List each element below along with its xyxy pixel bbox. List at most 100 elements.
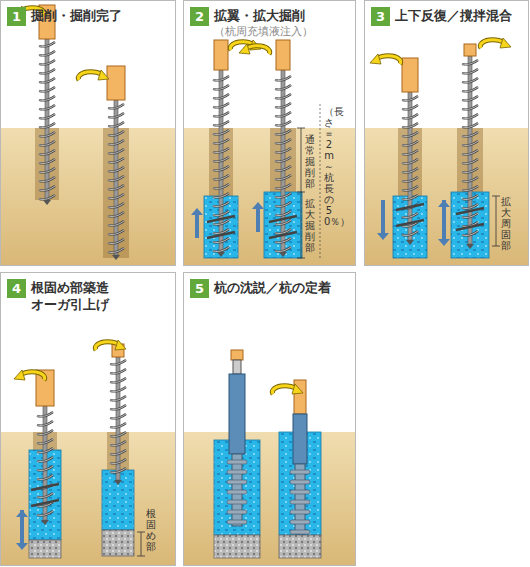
- soil-ground: [1, 128, 175, 265]
- hoist-fitting: [233, 360, 241, 374]
- panel-ground: [184, 1, 356, 266]
- panel-ground: [1, 273, 176, 566]
- pile-nodule: [227, 460, 247, 464]
- auger-head: [402, 58, 418, 92]
- auger-bit: [217, 252, 225, 257]
- pile-nodule: [227, 480, 247, 484]
- rotation-arrow: [115, 340, 126, 350]
- auger-screw: [37, 412, 53, 516]
- pile-nodule: [227, 500, 247, 504]
- movement-arrow: [16, 543, 28, 550]
- movement-arrow: [256, 208, 260, 232]
- auger-screw: [402, 96, 418, 236]
- auger-screw: [213, 76, 229, 252]
- auger-bit: [112, 255, 120, 260]
- auger-bit: [41, 520, 49, 525]
- dimension-line: [141, 532, 142, 556]
- dimension-label: （長さ＝2m～杭長の50％）: [324, 106, 334, 227]
- dimension-tick: [297, 258, 305, 259]
- soil-ground: [1, 432, 175, 565]
- auger-bit: [279, 252, 287, 257]
- leader-line: [320, 104, 321, 258]
- root-solidification: [214, 535, 260, 558]
- auger-head: [107, 66, 125, 100]
- auger-screw: [37, 412, 53, 516]
- movement-arrow: [195, 214, 199, 238]
- auger-screw: [402, 96, 418, 236]
- pile-nodule: [290, 510, 310, 514]
- movement-arrow: [191, 208, 203, 215]
- movement-arrow: [438, 239, 450, 246]
- expansion-wing: [396, 204, 424, 226]
- pile-nodule: [227, 490, 247, 494]
- rotation-arrow: [292, 384, 303, 394]
- step-panel: 杭の沈説／杭の定着 5: [183, 272, 356, 566]
- auger-rod: [114, 100, 118, 255]
- step-title: 根固め部築造 オーガ引上げ: [31, 279, 126, 313]
- dimension-tick: [492, 196, 500, 197]
- rotation-arrow: [98, 70, 109, 80]
- step-panel: 掘削・掘削完了 1: [0, 0, 176, 266]
- auger-bit: [466, 244, 474, 249]
- hoist-fitting: [231, 350, 243, 360]
- movement-arrow: [381, 200, 385, 234]
- steel-pile: [229, 374, 245, 454]
- dimension-tick: [137, 532, 145, 533]
- step-number: 1: [7, 7, 26, 26]
- auger-screw: [110, 360, 126, 473]
- steel-pile: [293, 414, 307, 464]
- rotation-arrow: [14, 370, 25, 380]
- step-number-badge: 4: [7, 279, 26, 298]
- movement-arrow: [377, 233, 389, 240]
- dimension-tick: [137, 556, 145, 557]
- dimension-label: 拡大周固部: [501, 196, 511, 251]
- auger-head: [464, 44, 476, 56]
- rotation-arrow: [370, 54, 381, 64]
- step-number: 2: [190, 7, 209, 26]
- rotation-arrow: [500, 38, 511, 48]
- step-number: 5: [190, 279, 209, 298]
- expansion-wing: [456, 208, 484, 230]
- step-title: 杭の沈説／杭の定着: [214, 279, 351, 296]
- step-title: 掘削・掘削完了: [31, 7, 171, 24]
- auger-screw: [39, 42, 55, 200]
- expansion-wing: [31, 484, 59, 506]
- dimension-line: [496, 196, 497, 246]
- expansion-wing: [269, 216, 297, 238]
- panel-ground: [365, 1, 529, 266]
- rotation-arrow: [239, 44, 250, 54]
- pile-nodule: [290, 480, 310, 484]
- root-solidification: [102, 530, 134, 556]
- pile-nodule: [290, 530, 310, 534]
- auger-screw: [275, 76, 291, 252]
- pile-nodule: [227, 510, 247, 514]
- auger-head: [214, 40, 228, 70]
- auger-screw: [39, 42, 55, 200]
- auger-screw: [108, 104, 124, 253]
- dimension-tick: [297, 192, 305, 193]
- panel-ground: [184, 273, 356, 566]
- dimension-label: 根固め部: [146, 508, 156, 552]
- dimension-label: 拡大掘削部: [305, 198, 315, 253]
- soil-ground: [184, 432, 355, 565]
- dimension-tick: [492, 246, 500, 247]
- step-title: 上下反復／撹拌混合: [395, 7, 524, 24]
- auger-bit: [114, 480, 122, 485]
- step-number: 4: [7, 279, 26, 298]
- dimension-tick: [297, 128, 305, 129]
- movement-arrow: [438, 200, 450, 207]
- step-subtitle: （杭周充填液注入）: [214, 24, 313, 39]
- auger-bit: [406, 240, 414, 245]
- step-number-badge: 5: [190, 279, 209, 298]
- auger-screw: [110, 360, 126, 473]
- auger-screw: [213, 76, 229, 252]
- step-number-badge: 3: [371, 7, 390, 26]
- step-number-badge: 1: [7, 7, 26, 26]
- soil-cement: [214, 440, 260, 535]
- auger-bit: [43, 200, 51, 205]
- step-title: 拡翼・拡大掘削: [214, 7, 351, 24]
- movement-arrow: [252, 202, 264, 209]
- pile-nodule: [290, 490, 310, 494]
- pile-nodule: [290, 520, 310, 524]
- pile-nodule: [227, 520, 247, 524]
